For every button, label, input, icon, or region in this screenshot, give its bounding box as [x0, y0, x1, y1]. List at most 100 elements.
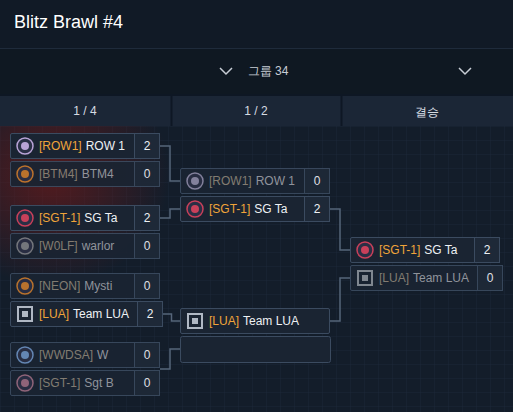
team-tag: [LUA]: [209, 314, 239, 328]
score-box: 0: [134, 233, 160, 259]
bracket-line: [160, 146, 180, 181]
team-label: [SGT-1] SG Ta: [39, 206, 117, 230]
team-name: Sgt B: [84, 376, 113, 390]
title-band: [0, 0, 513, 48]
team-logo: [16, 165, 34, 183]
bracket-line: [163, 314, 180, 321]
team-tag: [BTM4]: [39, 167, 78, 181]
team-name: Mysti: [84, 279, 112, 293]
team-tag: [SGT-1]: [39, 211, 80, 225]
team-row: [SGT-1] SG Ta 2: [180, 196, 330, 222]
team-logo: [16, 305, 34, 323]
team-row: [LUA] Team LUA 2: [10, 301, 163, 327]
team-label: [LUA] Team LUA: [39, 302, 129, 326]
team-tag: [SGT-1]: [379, 243, 420, 257]
team-row: [SGT-1] SG Ta 2: [10, 205, 160, 231]
team-logo: [186, 200, 204, 218]
team-label: [LUA] Team LUA: [209, 309, 299, 333]
team-tag: [LUA]: [379, 271, 409, 285]
grid-texture: [0, 126, 513, 412]
divider: [0, 48, 513, 49]
team-label: [SGT-1] SG Ta: [209, 197, 287, 221]
score-box: 0: [134, 273, 160, 299]
score-box: 0: [134, 370, 160, 396]
team-row: [ROW1] ROW 1 0: [180, 168, 330, 194]
team-name: Team LUA: [243, 314, 299, 328]
team-row: [W0LF] warlor 0: [10, 233, 160, 259]
team-row: [WWDSA] W 0: [10, 342, 160, 368]
team-label: [LUA] Team LUA: [379, 266, 469, 290]
page-title: Blitz Brawl #4: [14, 12, 123, 33]
team-row: [LUA] Team LUA: [180, 308, 330, 334]
team-name: ROW 1: [256, 174, 295, 188]
round-header: 1 / 4: [73, 104, 96, 118]
team-row: [ROW1] ROW 1 2: [10, 133, 160, 159]
team-tag: [LUA]: [39, 307, 69, 321]
bracket-line: [160, 209, 180, 218]
banner-art: [0, 126, 170, 286]
empty-slot: [181, 337, 331, 363]
score-box: 2: [137, 301, 163, 327]
team-tag: [W0LF]: [39, 239, 78, 253]
team-label: [BTM4] BTM4: [39, 162, 114, 186]
team-logo: [356, 241, 374, 259]
round-header: 결승: [415, 104, 439, 121]
team-label: [NEON] Mysti: [39, 274, 112, 298]
team-logo: [186, 172, 204, 190]
team-tag: [ROW1]: [39, 139, 82, 153]
team-name: BTM4: [82, 167, 114, 181]
team-label: [ROW1] ROW 1: [209, 169, 295, 193]
team-name: SG Ta: [84, 211, 117, 225]
team-row: [NEON] Mysti 0: [10, 273, 160, 299]
team-tag: [NEON]: [39, 279, 80, 293]
team-name: Team LUA: [73, 307, 129, 321]
team-row: [SGT-1] Sgt B 0: [10, 370, 160, 396]
team-logo: [356, 269, 374, 287]
score-box: 2: [134, 133, 160, 159]
team-tag: [WWDSA]: [39, 348, 93, 362]
score-box: 0: [304, 168, 330, 194]
team-row: [BTM4] BTM4 0: [10, 161, 160, 187]
column-divider: [171, 96, 173, 126]
bracket-line: [330, 209, 350, 250]
group-selector-bar: [0, 48, 513, 94]
team-tag: [SGT-1]: [209, 202, 250, 216]
team-row: [SGT-1] SG Ta 2: [350, 237, 500, 263]
team-label: [SGT-1] Sgt B: [39, 371, 114, 395]
score-box: 0: [477, 265, 503, 291]
chevron-icon: [459, 68, 471, 74]
team-name: ROW 1: [86, 139, 125, 153]
group-selector: 그룹 34: [248, 63, 289, 80]
score-box: 2: [304, 196, 330, 222]
score-box: 0: [134, 161, 160, 187]
round-header-bar: [0, 96, 513, 126]
bracket-line: [330, 278, 350, 321]
team-logo: [16, 374, 34, 392]
score-box: 2: [134, 205, 160, 231]
team-logo: [16, 137, 34, 155]
team-name: SG Ta: [424, 243, 457, 257]
team-tag: [SGT-1]: [39, 376, 80, 390]
team-name: SG Ta: [254, 202, 287, 216]
team-label: [SGT-1] SG Ta: [379, 238, 457, 262]
score-box: 0: [134, 342, 160, 368]
team-logo: [186, 312, 204, 330]
team-name: warlor: [82, 239, 115, 253]
team-logo: [16, 346, 34, 364]
team-logo: [16, 237, 34, 255]
round-header: 1 / 2: [244, 104, 267, 118]
score-box: 2: [474, 237, 500, 263]
team-label: [WWDSA] W: [39, 343, 108, 367]
team-logo: [16, 277, 34, 295]
team-tag: [ROW1]: [209, 174, 252, 188]
team-name: W: [97, 348, 108, 362]
team-label: [W0LF] warlor: [39, 234, 114, 258]
bracket-line: [160, 349, 180, 369]
team-row: [LUA] Team LUA 0: [350, 265, 503, 291]
chevron-icon: [220, 68, 232, 74]
team-logo: [16, 209, 34, 227]
column-divider: [341, 96, 343, 126]
bracket-ground: [0, 126, 513, 412]
team-name: Team LUA: [413, 271, 469, 285]
team-label: [ROW1] ROW 1: [39, 134, 125, 158]
